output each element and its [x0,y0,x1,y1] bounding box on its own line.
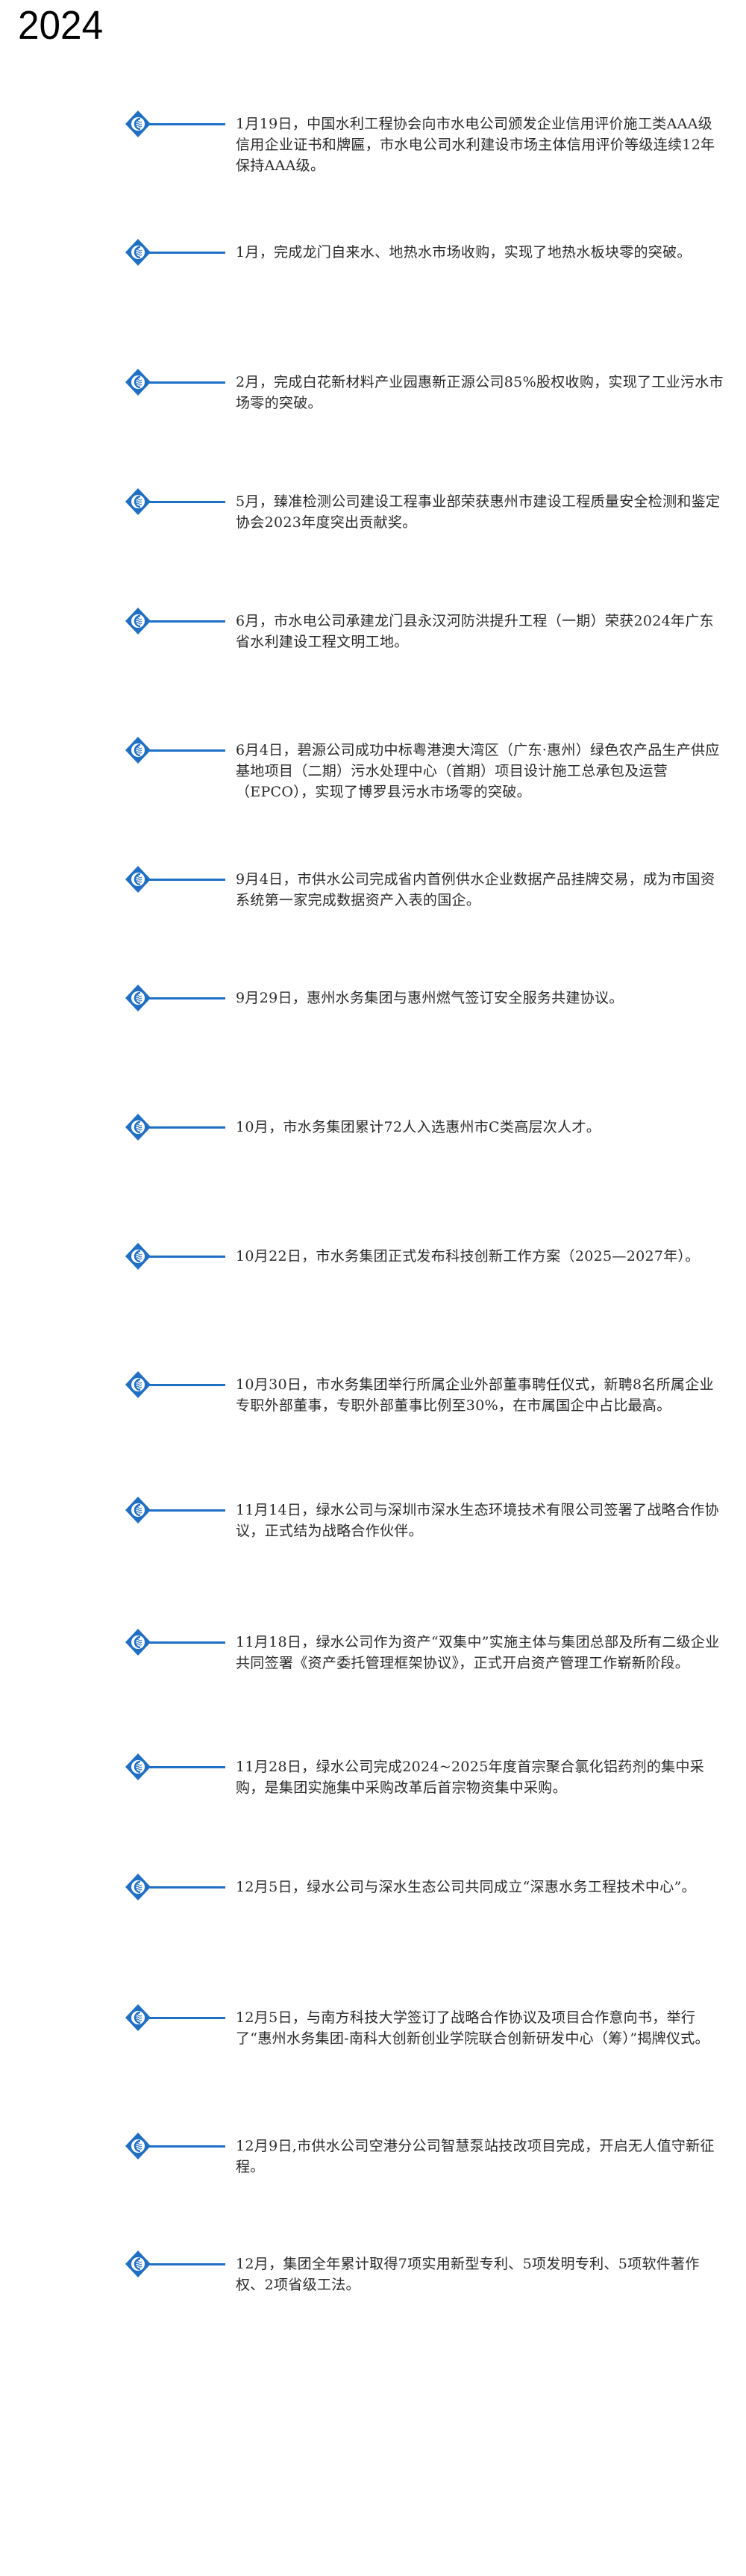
timeline-connector-line [149,381,225,384]
timeline-connector-line [149,1384,225,1386]
timeline-item: 11月14日，绿水公司与深圳市深水生态环境技术有限公司签署了战略合作协议，正式结… [125,1497,730,1539]
event-text: 10月，市水务集团累计72人入选惠州市C类高层次人才。 [236,1119,601,1135]
timeline-item: 12月，集团全年累计取得7项实用新型专利、5项发明专利、5项软件著作权、2项省级… [125,2251,730,2293]
year-heading: 2024 [18,3,104,48]
timeline-connector-line [149,749,225,752]
timeline-connector-line [149,1256,225,1258]
company-logo-diamond-icon [125,1371,151,1398]
timeline-connector-line [149,1509,225,1512]
event-text: 12月5日，绿水公司与深水生态公司共同成立“深惠水务工程技术中心”。 [236,1879,696,1895]
event-text: 12月5日，与南方科技大学签订了战略合作协议及项目合作意向书，举行了“惠州水务集… [236,2009,709,2047]
timeline-item: 12月5日，绿水公司与深水生态公司共同成立“深惠水务工程技术中心”。 [125,1874,730,1903]
event-text: 12月9日,市供水公司空港分公司智慧泵站技改项目完成，开启无人值守新征程。 [236,2138,715,2175]
timeline-item: 10月22日，市水务集团正式发布科技创新工作方案（2025—2027年）。 [125,1243,730,1273]
event-text: 2月，完成白花新材料产业园惠新正源公司85%股权收购，实现了工业污水市场零的突破… [236,374,724,411]
timeline-item: 10月，市水务集团累计72人入选惠州市C类高层次人才。 [125,1114,730,1144]
timeline-item: 5月，臻准检测公司建设工程事业部荣获惠州市建设工程质量安全检测和鉴定协会2023… [125,488,730,531]
company-logo-diamond-icon [125,239,151,266]
company-logo-diamond-icon [125,985,151,1011]
timeline-connector-line [149,1766,225,1768]
timeline-item: 12月9日,市供水公司空港分公司智慧泵站技改项目完成，开启无人值守新征程。 [125,2133,730,2175]
timeline-connector-line [149,620,225,623]
event-text: 11月28日，绿水公司完成2024~2025年度首宗聚合氯化铝药剂的集中采购，是… [236,1759,705,1796]
event-text: 5月，臻准检测公司建设工程事业部荣获惠州市建设工程质量安全检测和鉴定协会2023… [236,493,721,531]
event-text: 1月，完成龙门自来水、地热水市场收购，实现了地热水板块零的突破。 [236,244,692,261]
company-logo-diamond-icon [125,1874,151,1900]
timeline-item: 2月，完成白花新材料产业园惠新正源公司85%股权收购，实现了工业污水市场零的突破… [125,369,730,411]
event-text: 6月，市水电公司承建龙门县永汉河防洪提升工程（一期）荣获2024年广东省水利建设… [236,613,714,650]
timeline-item: 10月30日，市水务集团举行所属企业外部董事聘任仪式，新聘8名所属企业专职外部董… [125,1371,730,1414]
company-logo-diamond-icon [125,1629,151,1656]
company-logo-diamond-icon [125,866,151,893]
timeline-item: 6月，市水电公司承建龙门县永汉河防洪提升工程（一期）荣获2024年广东省水利建设… [125,608,730,650]
company-logo-diamond-icon [125,608,151,634]
event-text: 10月22日，市水务集团正式发布科技创新工作方案（2025—2027年）。 [236,1248,700,1264]
company-logo-diamond-icon [125,110,151,137]
event-text: 6月4日，碧源公司成功中标粤港澳大湾区（广东·惠州）绿色农产品生产供应基地项目（… [236,742,720,800]
timeline-connector-line [149,1641,225,1644]
event-text: 9月29日，惠州水务集团与惠州燃气签订安全服务共建协议。 [236,990,624,1006]
timeline-connector-line [149,1886,225,1889]
company-logo-diamond-icon [125,2133,151,2159]
timeline-item: 11月18日，绿水公司作为资产“双集中”实施主体与集团总部及所有二级企业共同签署… [125,1629,730,1671]
timeline-connector-line [149,123,225,125]
timeline-connector-line [149,997,225,999]
timeline-item: 6月4日，碧源公司成功中标粤港澳大湾区（广东·惠州）绿色农产品生产供应基地项目（… [125,737,730,800]
company-logo-diamond-icon [125,737,151,764]
event-text: 1月19日，中国水利工程协会向市水电公司颁发企业信用评价施工类AAA级信用企业证… [236,116,715,174]
timeline-connector-line [149,879,225,881]
timeline-connector-line [149,501,225,503]
timeline-item: 1月，完成龙门自来水、地热水市场收购，实现了地热水板块零的突破。 [125,239,730,269]
event-text: 11月18日，绿水公司作为资产“双集中”实施主体与集团总部及所有二级企业共同签署… [236,1634,720,1671]
company-logo-diamond-icon [125,1243,151,1270]
company-logo-diamond-icon [125,369,151,396]
timeline-connector-line [149,2017,225,2019]
timeline-item: 9月29日，惠州水务集团与惠州燃气签订安全服务共建协议。 [125,985,730,1014]
timeline-connector-line [149,2263,225,2265]
timeline-connector-line [149,2145,225,2148]
event-text: 11月14日，绿水公司与深圳市深水生态环境技术有限公司签署了战略合作协议，正式结… [236,1502,719,1539]
company-logo-diamond-icon [125,1114,151,1141]
event-text: 10月30日，市水务集团举行所属企业外部董事聘任仪式，新聘8名所属企业专职外部董… [236,1376,714,1414]
company-logo-diamond-icon [125,2004,151,2031]
timeline-item: 9月4日，市供水公司完成省内首例供水企业数据产品挂牌交易，成为市国资系统第一家完… [125,866,730,908]
company-logo-diamond-icon [125,488,151,515]
timeline-item: 12月5日，与南方科技大学签订了战略合作协议及项目合作意向书，举行了“惠州水务集… [125,2004,730,2047]
company-logo-diamond-icon [125,2251,151,2277]
timeline-item: 1月19日，中国水利工程协会向市水电公司颁发企业信用评价施工类AAA级信用企业证… [125,110,730,174]
timeline-item: 11月28日，绿水公司完成2024~2025年度首宗聚合氯化铝药剂的集中采购，是… [125,1753,730,1796]
company-logo-diamond-icon [125,1753,151,1780]
timeline-connector-line [149,252,225,254]
timeline-connector-line [149,1126,225,1129]
event-text: 9月4日，市供水公司完成省内首例供水企业数据产品挂牌交易，成为市国资系统第一家完… [236,871,715,908]
company-logo-diamond-icon [125,1497,151,1524]
event-text: 12月，集团全年累计取得7项实用新型专利、5项发明专利、5项软件著作权、2项省级… [236,2256,700,2293]
